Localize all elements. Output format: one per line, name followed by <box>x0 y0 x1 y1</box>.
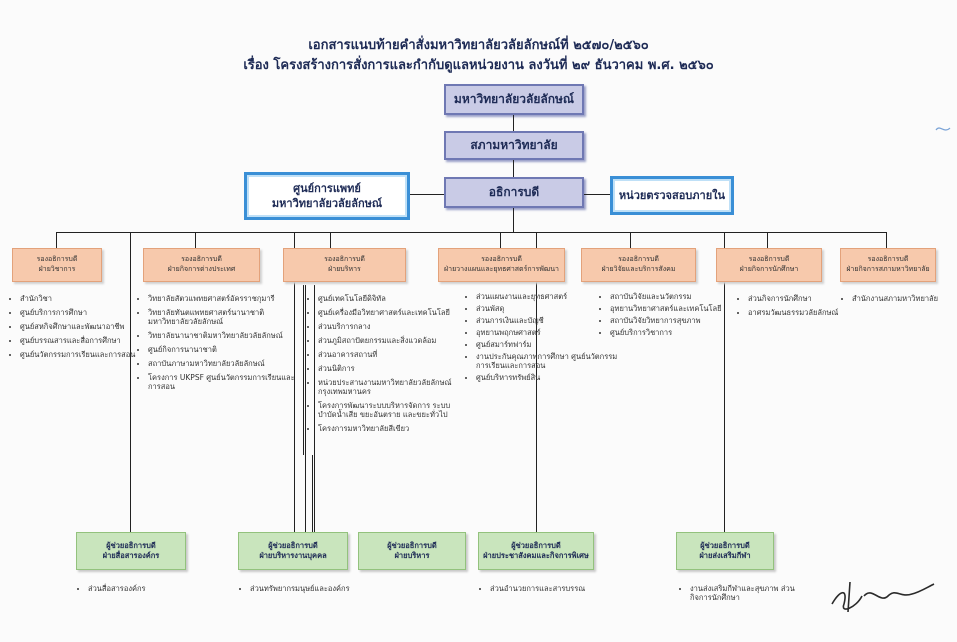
list-item: ส่วนกิจการนักศึกษา <box>748 294 848 303</box>
list-item: งานส่งเสริมกีฬาและสุขภาพ ส่วนกิจการนักศึ… <box>690 584 800 602</box>
list-item: วิทยาลัยนานาชาติมหาวิทยาลัยวลัยลักษณ์ <box>148 331 296 340</box>
document-title-line1: เอกสารแนบท้ายคำสั่งมหาวิทยาลัยวลัยลักษณ์… <box>308 38 649 53</box>
civil-society-units-list: ส่วนอำนวยการและสารบรรณ <box>480 584 630 598</box>
vp-title: รองอธิการบดี <box>867 255 909 264</box>
medical-center-box: ศูนย์การแพทย์ มหาวิทยาลัยวลัยลักษณ์ <box>244 172 410 220</box>
list-item: ศูนย์สมาร์ทฟาร์ม <box>476 340 626 349</box>
list-item: ศูนย์บริการการศึกษา <box>20 308 138 317</box>
planning-units-list: ส่วนแผนงานและยุทธศาสตร์ ส่วนพัสดุ ส่วนกา… <box>466 292 626 385</box>
vp-area: ฝ่ายกิจการสภามหาวิทยาลัย <box>846 265 930 273</box>
list-item: ส่วนการเงินและบัญชี <box>476 316 626 325</box>
document-title-line2: เรื่อง โครงสร้างการสั่งการและกำกับดูแลหน… <box>243 58 714 73</box>
list-item: ส่วนแผนงานและยุทธศาสตร์ <box>476 292 626 301</box>
assistant-area: ฝ่ายบริหาร <box>394 551 430 560</box>
list-item: หน่วยประสานงานมหาวิทยาลัยวลัยลักษณ์ กรุง… <box>318 378 468 396</box>
list-item: ศูนย์บรรณสารและสื่อการศึกษา <box>20 336 138 345</box>
assistant-box-civil-society: ผู้ช่วยอธิการบดี ฝ่ายประชาสังคมและกิจการ… <box>478 532 594 570</box>
vp-box-research: รองอธิการบดี ฝ่ายวิจัยและบริการสังคม <box>581 248 696 282</box>
vp-title: รองอธิการบดี <box>324 255 365 264</box>
list-item: อุทยานพฤกษศาสตร์ <box>476 328 626 337</box>
communication-units-list: ส่วนสื่อสารองค์กร <box>78 584 208 598</box>
list-item: ส่วนอำนวยการและสารบรรณ <box>490 584 630 593</box>
list-item: สถาบันภาษามหาวิทยาลัยวลัยลักษณ์ <box>148 359 296 368</box>
assistant-box-hr: ผู้ช่วยอธิการบดี ฝ่ายบริหารงานบุคคล <box>238 532 348 570</box>
assistant-area: ฝ่ายส่งเสริมกีฬา <box>699 551 751 560</box>
university-box: มหาวิทยาลัยวลัยลักษณ์ <box>444 84 584 115</box>
list-item: สำนักงานสภามหาวิทยาลัย <box>852 294 952 303</box>
list-item: อาศรมวัฒนธรรมวลัยลักษณ์ <box>748 308 848 317</box>
international-units-list: วิทยาลัยสัตวแพทยศาสตร์อัครราชกุมารี วิทย… <box>138 294 296 396</box>
assistant-area: ฝ่ายประชาสังคมและกิจการพิเศษ <box>483 551 589 560</box>
list-item: โครงการมหาวิทยาลัยสีเขียว <box>318 424 468 433</box>
council-box: สภามหาวิทยาลัย <box>444 131 584 160</box>
research-units-list: สถาบันวิจัยและนวัตกรรม อุทยานวิทยาศาสตร์… <box>600 292 740 340</box>
vp-title: รองอธิการบดี <box>181 255 222 264</box>
margin-mark <box>935 127 951 131</box>
academic-units-list: สำนักวิชา ศูนย์บริการการศึกษา ศูนย์สหกิจ… <box>10 294 138 364</box>
vp-area: ฝ่ายกิจการนักศึกษา <box>739 265 799 273</box>
list-item: ส่วนทรัพยากรมนุษย์และองค์กร <box>250 584 390 593</box>
list-item: โครงการพัฒนาระบบบริหารจัดการ ระบบบำบัดน้… <box>318 401 468 419</box>
assistant-title: ผู้ช่วยอธิการบดี <box>700 540 750 550</box>
list-item: ส่วนพัสดุ <box>476 304 626 313</box>
sports-units-list: งานส่งเสริมกีฬาและสุขภาพ ส่วนกิจการนักศึ… <box>680 584 800 607</box>
medical-center-line1: ศูนย์การแพทย์ <box>293 181 361 195</box>
vp-title: รองอธิการบดี <box>618 255 659 264</box>
list-item: ศูนย์กิจการนานาชาติ <box>148 345 296 354</box>
student-affairs-units-list: ส่วนกิจการนักศึกษา อาศรมวัฒนธรรมวลัยลักษ… <box>738 294 848 322</box>
vp-area: ฝ่ายบริหาร <box>328 265 361 273</box>
list-item: ศูนย์เครื่องมือวิทยาศาสตร์และเทคโนโลยี <box>318 308 468 317</box>
list-item: ศูนย์บริหารทรัพย์สิน <box>476 373 626 382</box>
vp-box-council-affairs: รองอธิการบดี ฝ่ายกิจการสภามหาวิทยาลัย <box>840 248 936 282</box>
list-item: ส่วนภูมิสถาปัตยกรรมและสิ่งแวดล้อม <box>318 336 468 345</box>
vp-box-academic: รองอธิการบดี ฝ่ายวิชาการ <box>12 248 102 282</box>
assistant-box-sports: ผู้ช่วยอธิการบดี ฝ่ายส่งเสริมกีฬา <box>676 532 774 570</box>
list-item: ส่วนสื่อสารองค์กร <box>88 584 208 593</box>
list-item: สถาบันวิจัยและนวัตกรรม <box>610 292 740 301</box>
vp-box-planning: รองอธิการบดี ฝ่ายวางแผนและยุทธศาสตร์การพ… <box>438 248 565 282</box>
list-item: อุทยานวิทยาศาสตร์และเทคโนโลยี <box>610 304 740 313</box>
medical-center-line2: มหาวิทยาลัยวลัยลักษณ์ <box>271 197 383 210</box>
vp-title: รองอธิการบดี <box>36 255 78 264</box>
signature-scribble <box>831 581 935 613</box>
list-item: วิทยาลัยสัตวแพทยศาสตร์อัครราชกุมารี <box>148 294 296 303</box>
vp-title: รองอธิการบดี <box>481 255 522 264</box>
list-item: ส่วนนิติการ <box>318 364 468 373</box>
internal-audit-box: หน่วยตรวจสอบภายใน <box>610 176 734 215</box>
council-affairs-units-list: สำนักงานสภามหาวิทยาลัย <box>842 294 952 308</box>
assistant-title: ผู้ช่วยอธิการบดี <box>511 540 561 550</box>
list-item: ส่วนบริการกลาง <box>318 322 468 331</box>
assistant-area: ฝ่ายสื่อสารองค์กร <box>102 551 160 560</box>
assistant-title: ผู้ช่วยอธิการบดี <box>268 540 318 550</box>
assistant-box-administration: ผู้ช่วยอธิการบดี ฝ่ายบริหาร <box>358 532 466 570</box>
vp-box-international: รองอธิการบดี ฝ่ายกิจการต่างประเทศ <box>143 248 260 282</box>
list-item: สำนักวิชา <box>20 294 138 303</box>
list-item: โครงการ UKPSF ศูนย์นวัตกรรมการเรียนและกา… <box>148 373 296 391</box>
list-item: งานประกันคุณภาพการศึกษา ศูนย์นวัตกรรมการ… <box>476 352 626 370</box>
assistant-area: ฝ่ายบริหารงานบุคคล <box>259 551 327 560</box>
assistant-title: ผู้ช่วยอธิการบดี <box>106 540 156 550</box>
list-item: ศูนย์เทคโนโลยีดิจิทัล <box>318 294 468 303</box>
list-item: ศูนย์นวัตกรรมการเรียนและการสอน <box>20 350 138 359</box>
vp-area: ฝ่ายวางแผนและยุทธศาสตร์การพัฒนา <box>444 265 559 273</box>
president-box: อธิการบดี <box>444 177 584 208</box>
assistant-title: ผู้ช่วยอธิการบดี <box>387 540 437 550</box>
vp-area: ฝ่ายวิจัยและบริการสังคม <box>601 265 676 273</box>
vp-title: รองอธิการบดี <box>748 255 790 264</box>
list-item: สถาบันวิจัยวิทยาการสุขภาพ <box>610 316 740 325</box>
vp-area: ฝ่ายกิจการต่างประเทศ <box>167 265 236 273</box>
hr-units-list: ส่วนทรัพยากรมนุษย์และองค์กร <box>240 584 390 598</box>
vp-box-student-affairs: รองอธิการบดี ฝ่ายกิจการนักศึกษา <box>716 248 822 282</box>
list-item: ส่วนอาคารสถานที่ <box>318 350 468 359</box>
list-item: วิทยาลัยทันตแพทยศาสตร์นานาชาติ มหาวิทยาล… <box>148 308 296 326</box>
vp-box-administration: รองอธิการบดี ฝ่ายบริหาร <box>283 248 406 282</box>
list-item: ศูนย์สหกิจศึกษาและพัฒนาอาชีพ <box>20 322 138 331</box>
vp-area: ฝ่ายวิชาการ <box>38 265 76 273</box>
list-item: ศูนย์บริการวิชาการ <box>610 328 740 337</box>
administration-units-list: ศูนย์เทคโนโลยีดิจิทัล ศูนย์เครื่องมือวิท… <box>308 294 468 438</box>
assistant-box-communication: ผู้ช่วยอธิการบดี ฝ่ายสื่อสารองค์กร <box>76 532 186 570</box>
